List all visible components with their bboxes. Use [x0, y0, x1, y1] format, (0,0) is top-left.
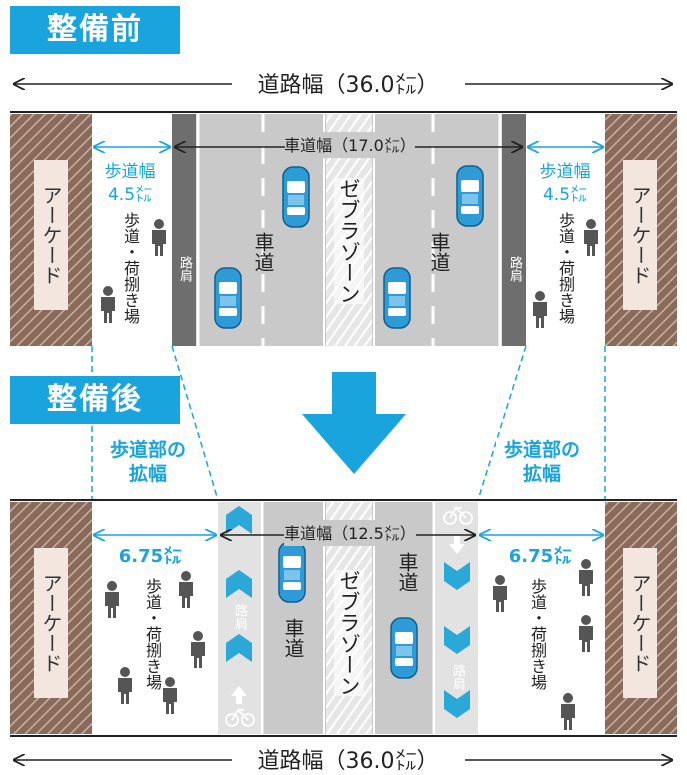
after-zebra-zone-label: ゼブラゾーン — [334, 570, 364, 696]
expansion-guide-lines — [91, 345, 606, 501]
before-arcade-label-left: アーケード — [34, 160, 68, 310]
car-icon — [383, 267, 411, 329]
bicycle-icon — [443, 506, 473, 525]
after-road-width-label: 道路幅（36.0㍍） — [258, 749, 439, 774]
after-lane-left: 車道 — [281, 618, 305, 658]
after-title: 整備後 — [10, 376, 180, 424]
before-sidewalk-use-right: 歩道・荷捌き場 — [556, 212, 575, 324]
before-arcade-label-right: アーケード — [623, 160, 657, 310]
car-icon — [214, 267, 242, 329]
after-shoulder-right: 路肩 — [450, 664, 465, 690]
pedestrian-icon — [105, 581, 119, 618]
bicycle-icon — [225, 708, 255, 727]
before-shoulder-right-strip — [502, 114, 526, 346]
pedestrian-icon — [579, 559, 593, 596]
pedestrian-icon — [584, 219, 598, 256]
pedestrian-icon — [579, 615, 593, 652]
before-shoulder-left-strip — [172, 114, 196, 346]
before-sidewalk-width-value-left: 4.5㍍ — [108, 185, 152, 205]
pedestrian-icon — [163, 677, 177, 714]
pedestrian-icon — [152, 219, 166, 256]
before-sidewalk-use-left: 歩道・荷捌き場 — [121, 212, 140, 324]
pedestrian-icon — [191, 631, 205, 668]
before-sidewalk-width-value-right: 4.5㍍ — [543, 185, 587, 205]
car-icon — [390, 617, 418, 679]
before-title: 整備前 — [10, 6, 180, 54]
pedestrian-icon — [561, 693, 575, 730]
pedestrian-icon — [179, 571, 193, 608]
before-lane-right: 車道 — [427, 232, 451, 272]
after-arcade-label-right: アーケード — [623, 548, 657, 698]
before-road-width-label: 道路幅（36.0㍍） — [258, 73, 439, 98]
sidewalk-expansion-label-left: 歩道部の拡幅 — [102, 438, 194, 486]
car-icon — [282, 166, 310, 228]
before-shoulder-left: 路肩 — [177, 256, 192, 282]
before-carriageway-width-label: 車道幅（17.0㍍） — [284, 136, 416, 155]
after-arcade-label-left: アーケード — [34, 548, 68, 698]
before-sidewalk-width-label-right: 歩道幅 — [540, 162, 591, 182]
after-shoulder-left: 路肩 — [232, 604, 247, 630]
car-icon — [278, 541, 306, 603]
after-carriageway-width-label: 車道幅（12.5㍍） — [284, 524, 416, 543]
car-icon — [456, 165, 484, 227]
after-lane-right: 車道 — [395, 552, 419, 592]
before-sidewalk-width-label-left: 歩道幅 — [105, 162, 156, 182]
after-sidewalk-width-value-right: 6.75㍍ — [509, 545, 571, 567]
bike-direction-arrow-icon — [449, 536, 465, 554]
sidewalk-expansion-label-right: 歩道部の拡幅 — [496, 438, 588, 486]
after-sidewalk-use-right: 歩道・荷捌き場 — [528, 578, 547, 690]
pedestrian-icon — [533, 291, 547, 328]
pedestrian-icon — [118, 667, 132, 704]
pedestrian-icon — [493, 575, 507, 612]
before-lane-left: 車道 — [251, 232, 275, 272]
after-sidewalk-use-left: 歩道・荷捌き場 — [143, 578, 162, 690]
pedestrian-icon — [101, 286, 115, 323]
transition-arrow — [302, 372, 406, 474]
bike-direction-arrow-icon — [231, 686, 247, 704]
after-sidewalk-width-value-left: 6.75㍍ — [119, 545, 181, 567]
before-zebra-zone-label: ゼブラゾーン — [334, 178, 364, 304]
before-shoulder-right: 路肩 — [507, 256, 522, 282]
